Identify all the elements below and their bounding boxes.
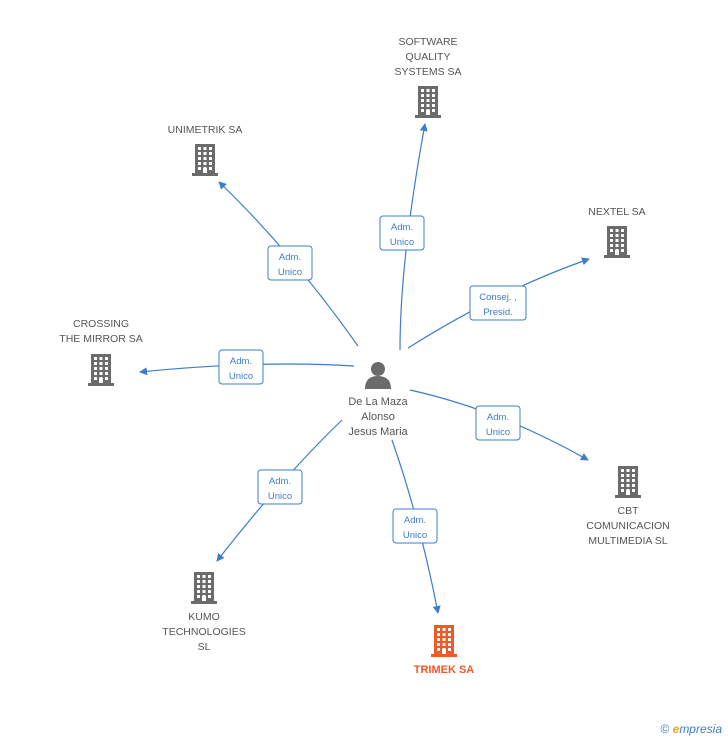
role-badge[interactable]: Adm.Unico [218, 349, 264, 385]
building-icon [615, 466, 641, 498]
role-badge[interactable]: Adm.Unico [379, 215, 425, 251]
role-badge[interactable]: Consej. ,Presid. [469, 285, 527, 321]
company-name: NEXTEL SA [588, 206, 645, 218]
role-label: Adm.Unico [403, 515, 427, 541]
role-badge[interactable]: Adm.Unico [392, 508, 438, 544]
edge-nextel: Consej. ,Presid. [407, 257, 590, 349]
role-badge[interactable]: Adm.Unico [267, 245, 313, 281]
person-icon [365, 362, 391, 389]
company-name: UNIMETRIK SA [168, 124, 243, 136]
edge-software-quality: Adm.Unico [379, 123, 428, 351]
copyright-symbol: © [660, 722, 670, 736]
company-node-trimek[interactable]: TRIMEK SA [414, 625, 475, 676]
building-icon [604, 226, 630, 258]
building-icon [192, 144, 218, 176]
company-node-nextel[interactable]: NEXTEL SA [588, 206, 646, 258]
role-label: Adm.Unico [390, 222, 414, 248]
role-label: Adm.Unico [229, 356, 253, 382]
edge-crossing-mirror: Adm.Unico [139, 349, 355, 385]
role-label: Adm.Unico [486, 412, 510, 438]
brand-name: mpresia [679, 722, 722, 736]
building-icon [88, 354, 114, 386]
edge-kumo: Adm.Unico [216, 419, 343, 562]
company-node-unimetrik[interactable]: UNIMETRIK SA [168, 124, 243, 176]
role-label: Adm.Unico [278, 252, 302, 278]
building-icon [415, 86, 441, 118]
footer-brand: © empresia [660, 722, 722, 736]
role-label: Consej. ,Presid. [479, 292, 517, 318]
role-badge[interactable]: Adm.Unico [475, 405, 521, 441]
building-icon [191, 572, 217, 604]
role-badge[interactable]: Adm.Unico [257, 469, 303, 505]
building-icon [431, 625, 457, 657]
brand-initial: e [672, 722, 680, 736]
company-name: TRIMEK SA [414, 664, 475, 676]
role-label: Adm.Unico [268, 476, 292, 502]
edge-unimetrik: Adm.Unico [218, 181, 359, 347]
edge-cbt: Adm.Unico [409, 389, 589, 461]
edge-trimek: Adm.Unico [391, 439, 441, 614]
